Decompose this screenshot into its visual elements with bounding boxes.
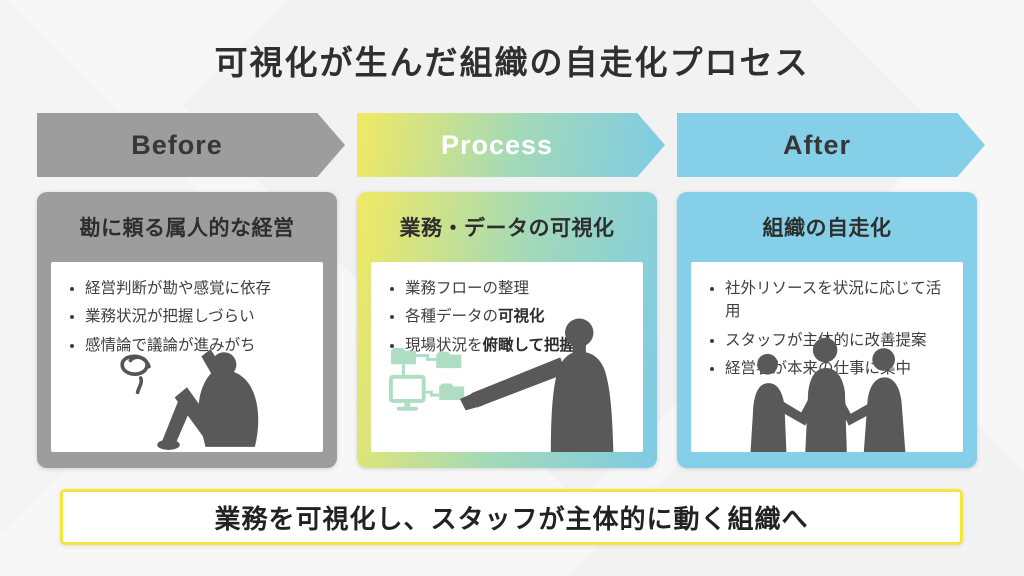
- after-arrow: After: [677, 113, 985, 177]
- process-arrow-label: Process: [440, 129, 554, 160]
- column-before: Before 勘に頼る属人的な経営 経営判断が勘や感覚に依存 業務状況が把握しづ…: [37, 113, 345, 468]
- after-arrow-label: After: [782, 129, 851, 160]
- page-title: 可視化が生んだ組織の自走化プロセス: [214, 44, 810, 81]
- bullet-item: 経営者が本来の仕事に集中: [725, 357, 955, 380]
- distressed-person-silhouette-icon: [120, 349, 259, 450]
- before-card: 勘に頼る属人的な経営 経営判断が勘や感覚に依存 業務状況が把握しづらい 感情論で…: [37, 192, 337, 468]
- after-bullet-list: 社外リソースを状況に応じて活用 スタッフが主体的に改善提案 経営者が本来の仕事に…: [703, 277, 955, 380]
- bullet-item: 感情論で議論が進みがち: [85, 334, 315, 357]
- process-card-panel: 業務フローの整理 各種データの可視化 現場状況を俯瞰して把握: [371, 262, 643, 452]
- bullet-item: 各種データの可視化: [405, 305, 635, 328]
- process-bullet-list: 業務フローの整理 各種データの可視化 現場状況を俯瞰して把握: [383, 277, 635, 357]
- bullet-item: 社外リソースを状況に応じて活用: [725, 277, 955, 324]
- before-arrow: Before: [37, 113, 345, 177]
- bullet-item: 業務状況が把握しづらい: [85, 305, 315, 328]
- bullet-item: 経営判断が勘や感覚に依存: [85, 277, 315, 300]
- before-card-panel: 経営判断が勘や感覚に依存 業務状況が把握しづらい 感情論で議論が進みがち: [51, 262, 323, 452]
- after-card-panel: 社外リソースを状況に応じて活用 スタッフが主体的に改善提案 経営者が本来の仕事に…: [691, 262, 963, 452]
- process-arrow: Process: [357, 113, 665, 177]
- bullet-item: スタッフが主体的に改善提案: [725, 329, 955, 352]
- column-process: Process 業務・データの可視化 業務フローの整理 各種データの可視化 現場…: [357, 113, 665, 468]
- summary-banner: 業務を可視化し、スタッフが主体的に動く組織へ: [60, 489, 963, 545]
- column-after: After 組織の自走化 社外リソースを状況に応じて活用 スタッフが主体的に改善…: [677, 113, 985, 468]
- after-card-title: 組織の自走化: [762, 217, 892, 240]
- process-columns: Before 勘に頼る属人的な経営 経営判断が勘や感覚に依存 業務状況が把握しづ…: [37, 113, 987, 468]
- process-card-title: 業務・データの可視化: [399, 217, 615, 240]
- before-arrow-label: Before: [131, 129, 223, 160]
- process-card: 業務・データの可視化 業務フローの整理 各種データの可視化 現場状況を俯瞰して把…: [357, 192, 657, 468]
- before-card-title: 勘に頼る属人的な経営: [79, 217, 295, 240]
- summary-banner-text: 業務を可視化し、スタッフが主体的に動く組織へ: [214, 503, 809, 534]
- before-bullet-list: 経営判断が勘や感覚に依存 業務状況が把握しづらい 感情論で議論が進みがち: [63, 277, 315, 357]
- after-card: 組織の自走化 社外リソースを状況に応じて活用 スタッフが主体的に改善提案 経営者…: [677, 192, 977, 468]
- bullet-item: 現場状況を俯瞰して把握: [405, 334, 635, 357]
- bullet-item: 業務フローの整理: [405, 277, 635, 300]
